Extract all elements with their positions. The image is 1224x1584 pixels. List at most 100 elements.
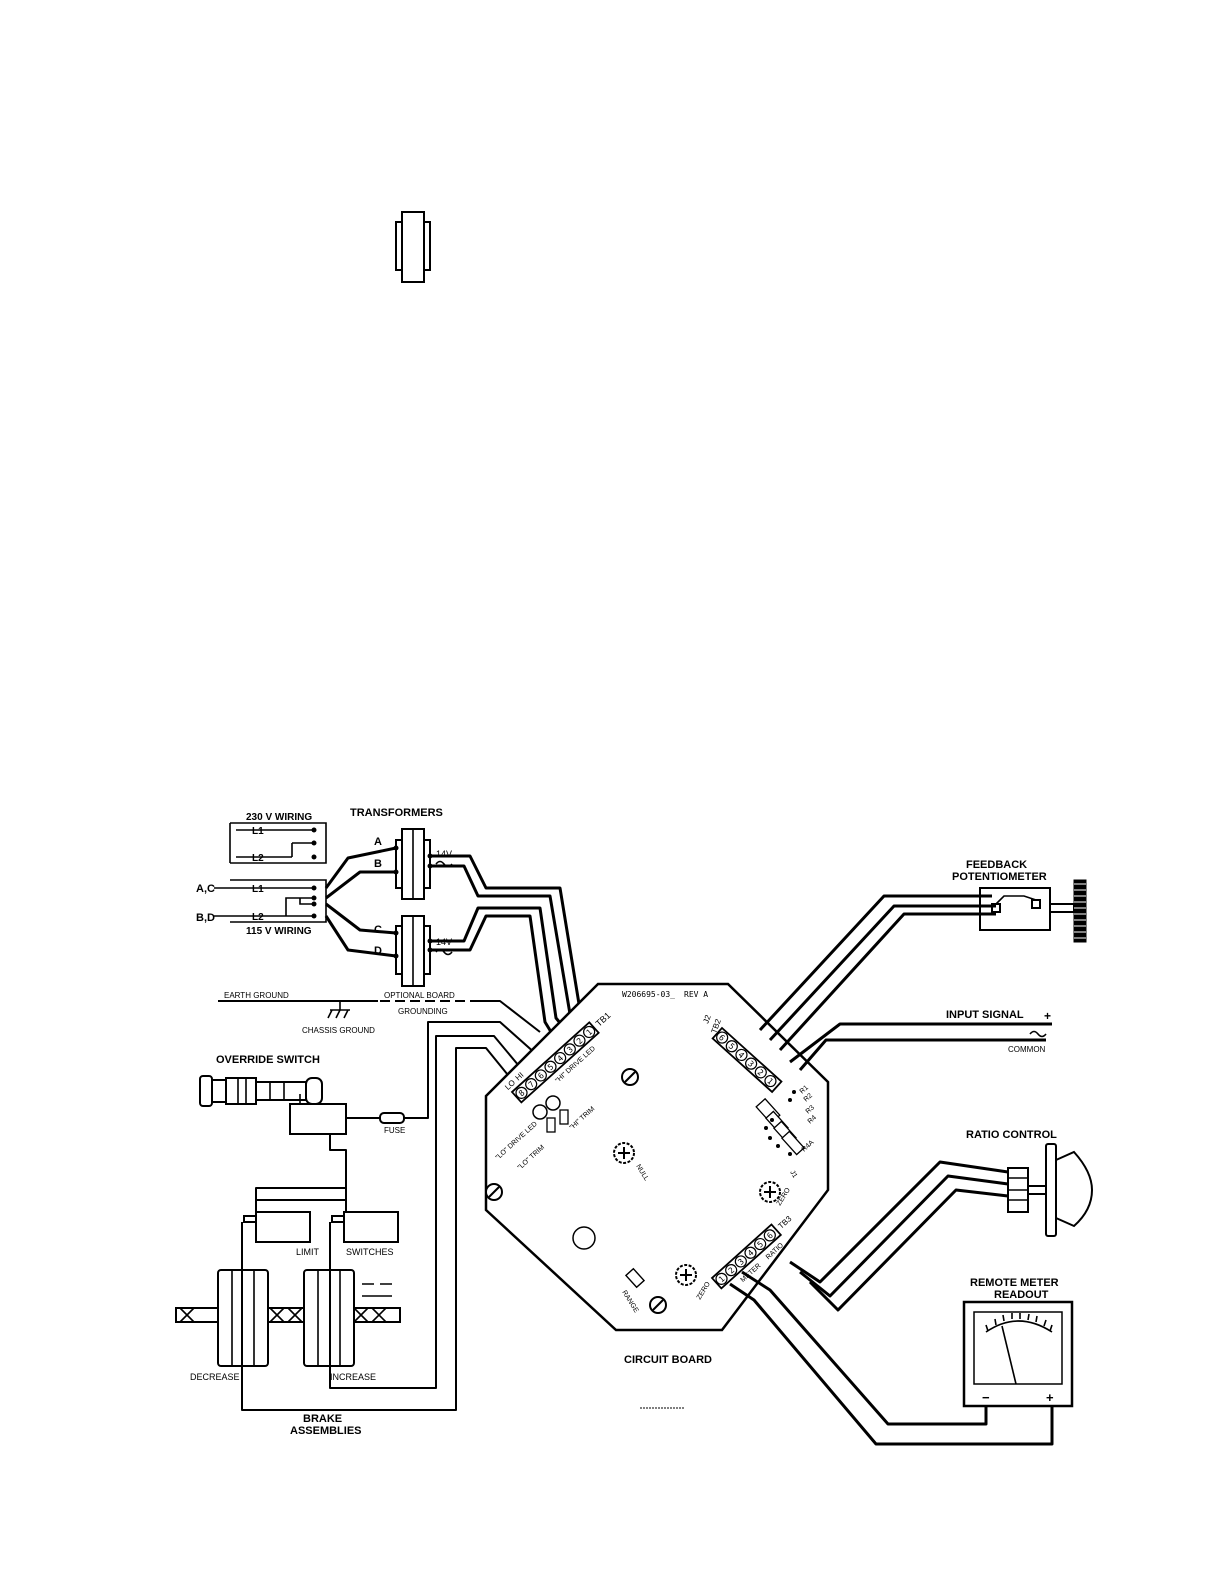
circuit-board: W206695-03_ REV A 8 7 6 5 4 3 2 1 TB1 LO… [484,982,830,1409]
ratio-wires [789,1160,1009,1312]
remote-meter-label-1: REMOTE METER [970,1277,1059,1289]
tb1-term-1 [583,1025,596,1039]
l1-label-115: L1 [252,884,264,895]
tb1-num-5: 5 [546,1062,556,1072]
limit-wiring [255,1134,347,1212]
lo-trim [546,1117,556,1133]
j1-label: J1 [788,1169,798,1179]
tb3-num-2: 2 [727,1266,737,1276]
r3-label: R3 [805,1104,816,1115]
wiring-230-label: 230 V WIRING [246,812,312,823]
meter-minus-label: − [982,1390,990,1405]
brake-wiring [241,1035,525,1411]
tb2-num-5: 5 [727,1042,737,1052]
tb1-num-1: 1 [585,1027,595,1037]
tb3-num-5: 5 [756,1239,766,1249]
limit-switches: LIMIT SWITCHES [243,1211,399,1257]
tb3-term-6 [763,1229,776,1242]
tb2-term-1 [764,1074,777,1088]
mount-screw-1 [621,1068,639,1086]
tb2-num-6: 6 [717,1033,727,1043]
l2-label-115: L2 [252,912,264,923]
common-label: COMMON [1008,1045,1046,1054]
tb1-term-5 [544,1060,557,1073]
wiring-115v-block: A,C B,D L1 L2 115 V WIRING [196,879,327,937]
primary-wires [324,846,397,958]
lo-drive-led [532,1104,548,1120]
transformer-upper: A B 14V [374,828,453,900]
optional-board-label: OPTIONAL BOARD [384,991,455,1000]
tb1-term-6 [534,1069,547,1082]
ratio-control: RATIO CONTROL [966,1129,1094,1237]
tb2-term-2 [754,1066,767,1079]
brake-assemblies: DECREASE INCREASE BRAKE ASSEMBLIES [175,1269,401,1437]
wiring-230v-block: 230 V WIRING L1 L2 [229,812,327,864]
j2-label: J2 [701,1013,713,1025]
hi-trim [559,1109,569,1125]
tb1-num-4: 4 [556,1053,566,1063]
tb1-num-7: 7 [527,1080,537,1090]
increase-label: INCREASE [330,1372,376,1382]
grounding-label: GROUNDING [398,1007,448,1016]
tb1-term-2 [573,1034,586,1047]
meter-wires [729,1270,1054,1446]
tb1-term-3 [563,1043,576,1056]
tb3-num-4: 4 [746,1248,756,1258]
transformers-label: TRANSFORMERS [350,807,443,819]
fuse: FUSE [346,1021,546,1135]
tb3-term-1 [715,1272,728,1285]
input-signal-label: INPUT SIGNAL [946,1009,1024,1021]
chassis-ground-label: CHASSIS GROUND [302,1026,375,1035]
remote-meter-label-2: READOUT [994,1289,1049,1301]
input-plus-label: + [1044,1009,1051,1023]
tb1-strip: 8 7 6 5 4 3 2 1 TB1 LO HI "HI" DRIVE LED [503,1010,613,1104]
tb1-term-4 [554,1051,567,1065]
tb2-term-3 [745,1057,758,1070]
tb1-term-7 [525,1078,538,1091]
zero-pot-ratio: ZERO [759,1181,792,1207]
board-part-label: W206695-03_ [622,990,675,999]
tb3-num-6: 6 [765,1231,775,1241]
brake-label-1: BRAKE [303,1413,342,1425]
override-switch-label: OVERRIDE SWITCH [216,1054,320,1066]
tb2-term-4 [735,1048,748,1062]
mount-screw-2 [485,1183,503,1201]
tb1-num-2: 2 [575,1036,585,1046]
hi-drive-led [545,1095,561,1111]
remote-meter: REMOTE METER READOUT − + [962,1277,1074,1408]
hi-label: HI [514,1070,526,1082]
tap-b-label: B [374,858,382,870]
transformer-lower [395,211,431,283]
tb3-term-3 [734,1255,747,1268]
tb3-num-3: 3 [736,1257,746,1267]
ratio-control-label: RATIO CONTROL [966,1129,1057,1141]
tap-a-label: A [374,836,382,848]
l1-label-230: L1 [252,826,264,837]
feedback-label-2: POTENTIOMETER [952,871,1047,883]
r2-label: R2 [803,1092,814,1103]
l2-label-230: L2 [252,853,264,864]
r4-label: R4 [807,1114,818,1125]
bd-label: B,D [196,912,215,924]
tb2-num-2: 2 [756,1068,766,1078]
tb2-strip: 6 5 4 3 2 1 [711,1026,783,1094]
decrease-label: DECREASE [190,1372,240,1382]
rev-label: REV A [684,990,708,999]
resistor-network: R1 R2 R3 R4 R4A J1 [755,1084,818,1179]
input-signal: INPUT SIGNAL + COMMON [789,1009,1052,1071]
tb3-term-4 [744,1246,757,1259]
ground-lines: EARTH GROUND OPTIONAL BOARD GROUNDING CH… [218,991,541,1035]
tb3-term-2 [725,1264,738,1277]
limit-label: LIMIT [296,1247,320,1257]
ac-label: A,C [196,883,215,895]
board-hole [572,1226,596,1250]
tap-d-label: D [374,945,382,957]
meter-plus-label: + [1046,1390,1054,1405]
tb2-term-6 [716,1031,729,1044]
14v-label-upper: 14V [436,849,452,859]
fuse-label: FUSE [384,1126,405,1135]
brake-label-2: ASSEMBLIES [290,1425,362,1437]
tb3-num-1: 1 [717,1274,727,1284]
feedback-label-1: FEEDBACK [966,859,1027,871]
